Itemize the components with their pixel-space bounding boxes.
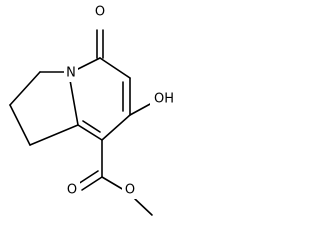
carbonyl-oxygen-label: O bbox=[95, 5, 105, 20]
bond-cester-o-double-a bbox=[81, 176, 103, 191]
bond-n-c8a bbox=[69, 79, 79, 126]
chemical-structure: O N OH O O bbox=[9, 3, 180, 216]
bond-c7-c8 bbox=[101, 114, 131, 141]
bond-ch2-ch2-b bbox=[9, 104, 31, 146]
bond-ch2-ch2-a bbox=[9, 71, 41, 106]
bonds bbox=[9, 29, 153, 216]
ring-nitrogen-label: N bbox=[66, 66, 76, 81]
bond-cester-o bbox=[101, 176, 125, 191]
bond-c5-c6 bbox=[99, 57, 131, 79]
ester-oxygen-label: O bbox=[125, 183, 135, 198]
bond-ch2-c8a bbox=[29, 124, 79, 146]
bond-cester-o-double-b bbox=[77, 170, 99, 185]
bond-c8-c8a bbox=[77, 124, 103, 141]
bond-c7-oh bbox=[129, 102, 153, 116]
atom-labels: O N OH O O bbox=[64, 3, 180, 199]
ester-carbonyl-oxygen-label: O bbox=[67, 183, 77, 198]
bond-o-ch3 bbox=[134, 198, 153, 216]
bond-c8-c8a-double bbox=[82, 120, 101, 133]
bond-n-c5 bbox=[75, 57, 101, 71]
hydroxyl-label: OH bbox=[154, 92, 174, 107]
